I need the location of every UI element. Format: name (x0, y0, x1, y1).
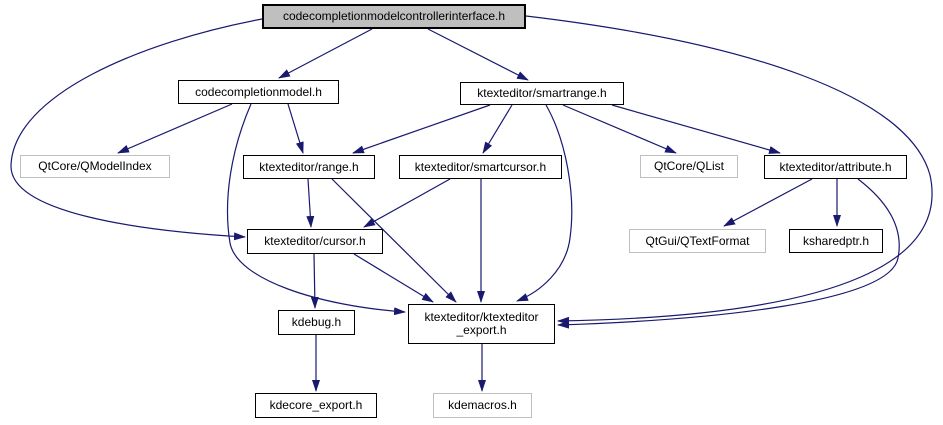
node-kdemacros[interactable]: kdemacros.h (433, 393, 532, 418)
edge-codecompletionmodelcontrollerinterface-to-smartrange (427, 28, 529, 81)
node-ktexteditor_export[interactable]: ktexteditor/ktexteditor _export.h (408, 304, 555, 344)
edge-cursor-to-ktexteditor_export (353, 253, 434, 303)
edge-smartrange-to-attribute (611, 104, 781, 154)
node-label-ksharedptr: ksharedptr.h (802, 233, 870, 248)
node-label-qmodelindex: QtCore/QModelIndex (38, 159, 152, 173)
edge-range-to-cursor (306, 178, 315, 228)
edge-codecompletionmodel-to-range (287, 103, 304, 154)
edge-attribute-to-qtextformat (723, 178, 813, 227)
node-label-kdemacros: kdemacros.h (448, 398, 517, 412)
edge-codecompletionmodel-to-ktexteditor_export (226, 103, 406, 316)
edge-codecompletionmodelcontrollerinterface-to-codecompletionmodel (278, 28, 373, 79)
node-qtextformat[interactable]: QtGui/QTextFormat (629, 229, 766, 253)
node-label-codecompletionmodel: codecompletionmodel.h (195, 84, 322, 99)
node-ksharedptr[interactable]: ksharedptr.h (789, 229, 883, 253)
edge-smartrange-to-range (352, 104, 491, 154)
node-label-ktexteditor_export: ktexteditor/ktexteditor _export.h (424, 310, 539, 337)
node-label-smartrange: ktexteditor/smartrange.h (477, 86, 607, 100)
edge-attribute-to-ktexteditor_export (557, 178, 900, 329)
node-cursor[interactable]: ktexteditor/cursor.h (247, 229, 383, 254)
edge-smartrange-to-ktexteditor_export (516, 104, 573, 302)
node-label-kdecore_export: kdecore_export.h (269, 398, 363, 412)
edge-smartrange-to-qlist (562, 104, 677, 154)
edge-cursor-to-kdebug (310, 253, 319, 309)
edge-codecompletionmodel-to-qmodelindex (117, 103, 233, 154)
node-qlist[interactable]: QtCore/QList (640, 155, 738, 178)
node-smartcursor[interactable]: ktexteditor/smartcursor.h (399, 155, 562, 179)
node-label-kdebug: kdebug.h (291, 315, 342, 329)
node-codecompletionmodelcontrollerinterface[interactable]: codecompletionmodelcontrollerinterface.h (262, 4, 526, 29)
node-codecompletionmodel[interactable]: codecompletionmodel.h (178, 80, 339, 104)
node-attribute[interactable]: ktexteditor/attribute.h (764, 155, 907, 179)
edge-codecompletionmodelcontrollerinterface-to-cursor (10, 18, 263, 241)
node-qmodelindex[interactable]: QtCore/QModelIndex (20, 155, 170, 178)
node-label-cursor: ktexteditor/cursor.h (264, 234, 366, 248)
node-kdecore_export[interactable]: kdecore_export.h (255, 393, 377, 418)
node-kdebug[interactable]: kdebug.h (278, 310, 355, 335)
edge-codecompletionmodelcontrollerinterface-to-ktexteditor_export (525, 15, 933, 325)
node-label-qlist: QtCore/QList (653, 159, 725, 173)
node-label-attribute: ktexteditor/attribute.h (779, 159, 892, 174)
edge-range-to-ktexteditor_export (331, 178, 457, 303)
node-range[interactable]: ktexteditor/range.h (243, 155, 375, 179)
node-label-qtextformat: QtGui/QTextFormat (645, 233, 750, 248)
edge-smartrange-to-smartcursor (482, 104, 513, 154)
node-label-range: ktexteditor/range.h (259, 159, 359, 174)
node-smartrange[interactable]: ktexteditor/smartrange.h (460, 82, 624, 105)
edge-smartcursor-to-cursor (363, 178, 451, 228)
node-label-smartcursor: ktexteditor/smartcursor.h (414, 159, 547, 174)
node-label-codecompletionmodelcontrollerinterface: codecompletionmodelcontrollerinterface.h (282, 9, 506, 23)
